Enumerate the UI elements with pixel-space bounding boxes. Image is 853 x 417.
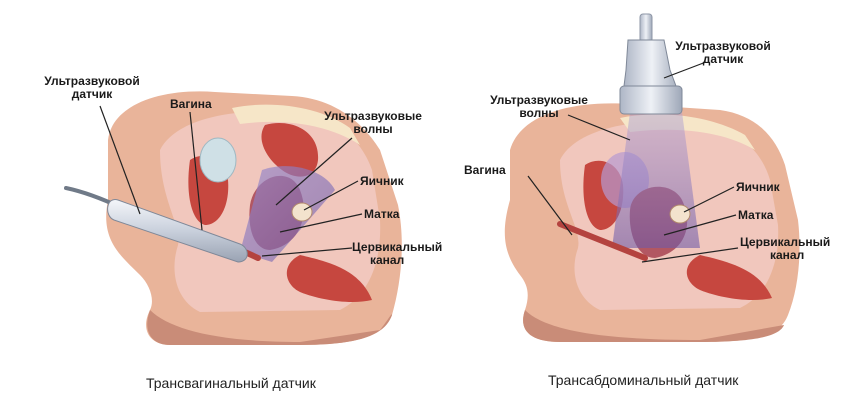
left-leader-waves [275,137,353,206]
right-leader-ovary [683,186,735,213]
right-label-canal: Цервикальный канал [740,236,830,262]
left-leader-canal [261,247,353,257]
right-caption: Трансабдоминальный датчик [548,372,739,388]
left-label-canal-line2: канал [370,253,405,267]
left-label-waves-line1: Ультразвуковые [324,109,422,123]
left-label-vagina: Вагина [170,97,212,111]
right-label-vagina: Вагина [464,163,506,177]
left-label-probe-line2: датчик [71,87,113,101]
left-bowel-loops [261,123,319,177]
left-ovary [291,202,313,222]
left-leader-lines [99,105,363,257]
left-leader-probe [99,105,141,215]
right-probe-cable [639,13,653,43]
right-label-probe: Ультразвуковой датчик [670,40,776,66]
left-caption: Трансвагинальный датчик [146,375,316,391]
right-probe-head [619,85,683,115]
left-skin-shadow [147,310,392,345]
left-ultrasound-waves [240,166,335,262]
left-label-canal: Цервикальный канал [352,241,442,267]
right-leader-lines [527,61,739,263]
right-pelvis-illustration [504,13,800,342]
right-skin-shadow [523,310,784,342]
left-label-waves-line2: волны [353,122,393,136]
left-label-uterus: Матка [364,207,400,221]
left-leader-vagina [189,111,203,231]
right-label-probe-line1: Ультразвуковой [675,39,771,53]
right-vaginal-canal [557,221,648,261]
right-leader-uterus [663,214,737,236]
left-label-probe-line1: Ультразвуковой [44,74,140,88]
right-label-canal-line1: Цервикальный [740,235,831,249]
right-label-uterus: Матка [738,208,774,222]
left-pelvis-illustration [64,91,402,345]
left-leader-uterus [279,213,363,233]
right-ovary [669,204,691,224]
left-fat-layer [232,104,360,145]
left-bladder [199,137,237,183]
right-leader-canal [641,247,739,263]
right-label-ovary: Яичник [736,180,780,194]
right-label-probe-line2: датчик [702,52,744,66]
right-label-waves-line2: волны [519,106,559,120]
right-leader-vagina [527,175,573,236]
left-leader-ovary [303,180,359,211]
left-probe-body [107,199,248,263]
left-label-waves: Ультразвуковые волны [318,110,428,136]
left-label-probe: Ультразвуковой датчик [44,75,140,101]
left-label-ovary: Яичник [360,174,404,188]
left-label-canal-line1: Цервикальный [352,240,443,254]
right-leader-waves [567,114,631,141]
left-rectum-muscle [286,255,372,303]
right-label-waves: Ультразвуковые волны [484,94,594,120]
right-rectum-muscle [686,255,772,301]
right-label-waves-line1: Ультразвуковые [490,93,588,107]
right-label-canal-line2: канал [770,248,805,262]
right-leader-probe [663,61,707,79]
